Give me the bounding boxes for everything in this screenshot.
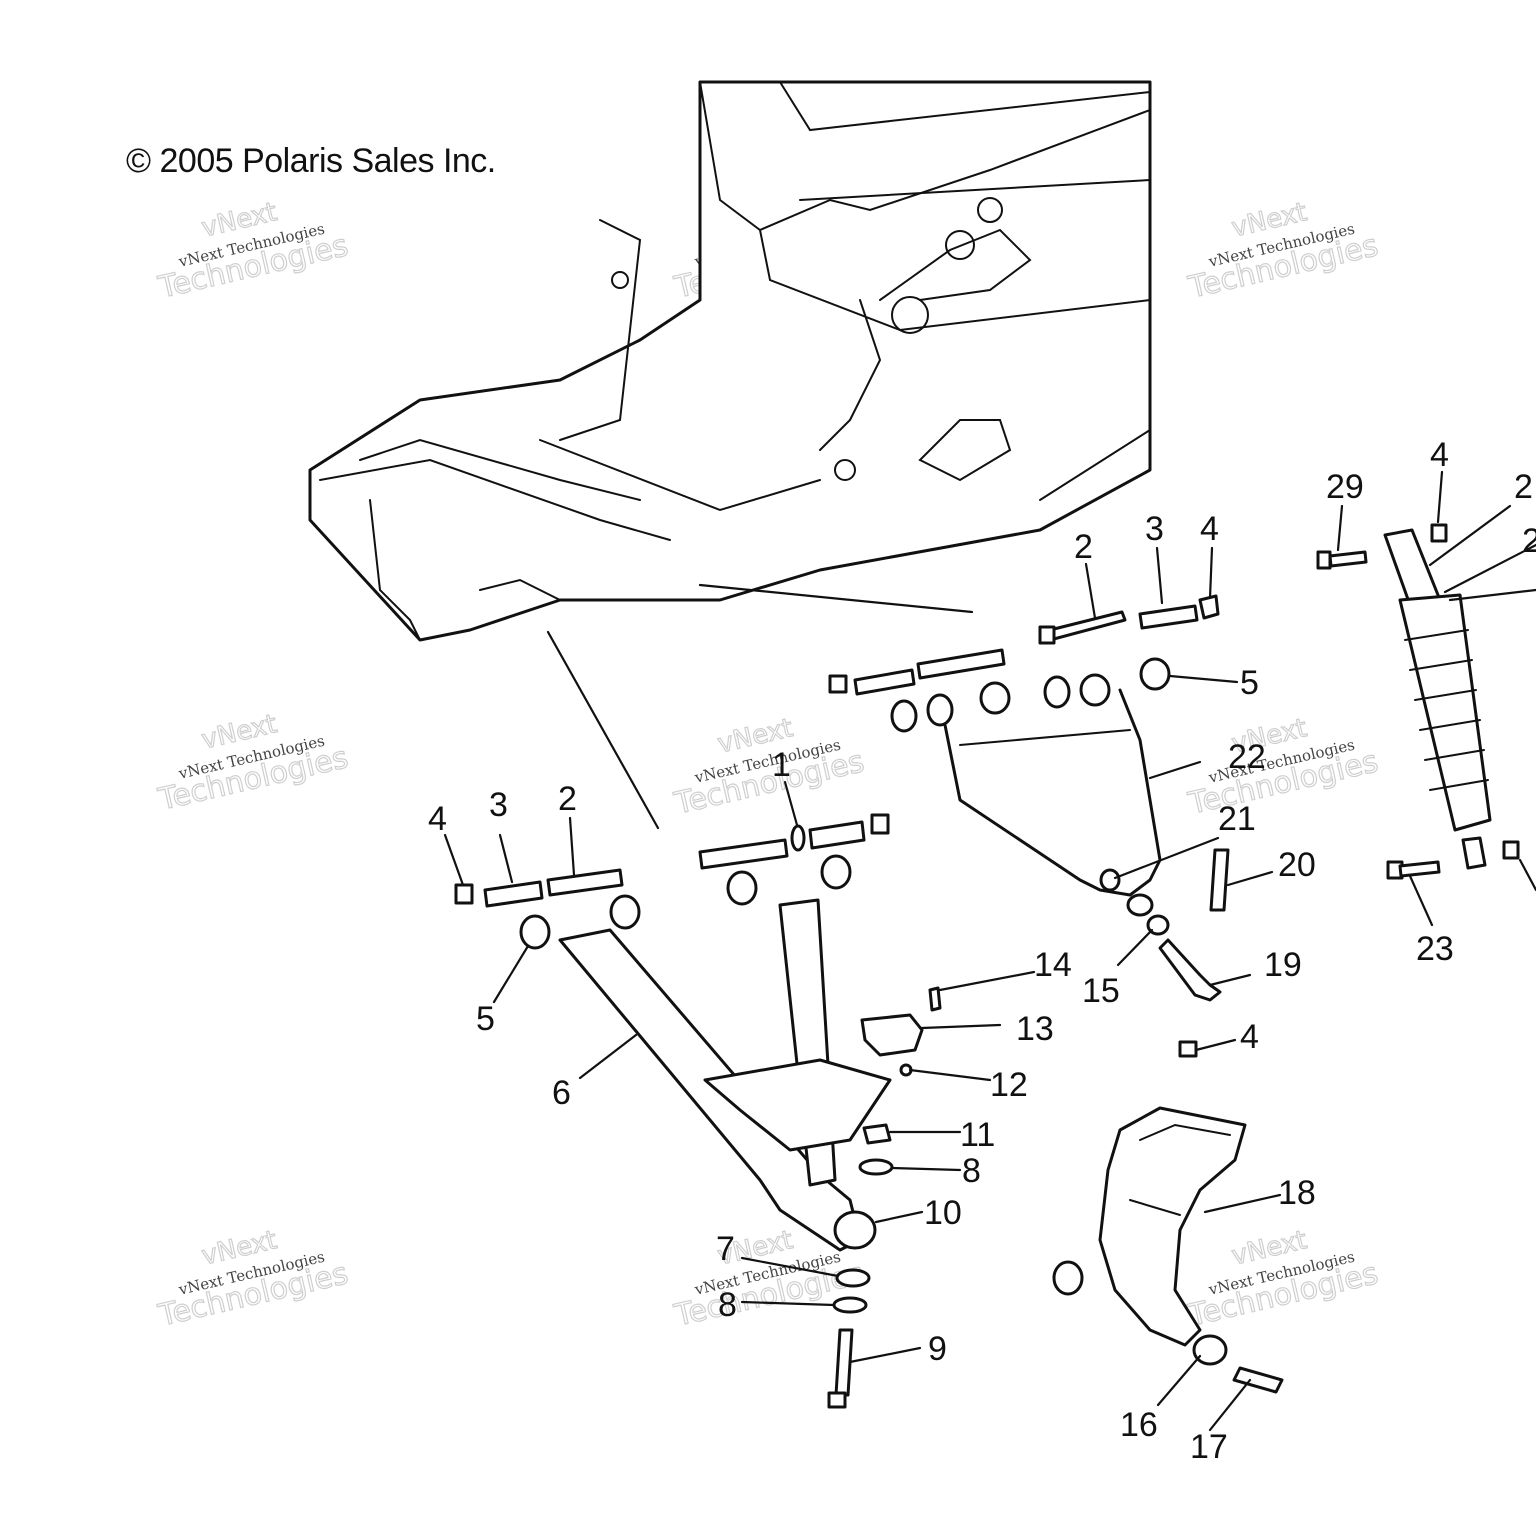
callout-12: 12 [990, 1066, 1028, 1104]
small-hardware [827, 848, 1230, 1409]
callout-19: 19 [1264, 946, 1302, 984]
callout-4: 4 [1430, 436, 1449, 474]
callout-18: 18 [1278, 1174, 1316, 1212]
callout-10: 10 [924, 1194, 962, 1232]
callout-6: 6 [552, 1074, 571, 1112]
callout-7: 7 [716, 1230, 735, 1268]
callout-3: 3 [1145, 510, 1164, 548]
upper-a-arm-assembly [828, 594, 1220, 917]
watermark-top-left: vNext vNext Technologies Technologies [154, 197, 352, 307]
callout-2: 2 [558, 780, 577, 818]
callout-5: 5 [476, 1000, 495, 1038]
callout-16: 16 [1120, 1406, 1158, 1444]
callout-4: 4 [428, 800, 447, 838]
callout-3: 3 [489, 786, 508, 824]
callout-13: 13 [1016, 1010, 1054, 1048]
watermark-bottom-right: vNext vNext Technologies Technologies [1184, 1225, 1382, 1335]
watermark-mid-right: vNext vNext Technologies Technologies [1184, 713, 1382, 823]
callout-15: 15 [1082, 972, 1120, 1010]
watermark-bottom-left: vNext vNext Technologies Technologies [154, 1225, 352, 1335]
callout-1: 1 [772, 746, 791, 784]
callout-2: 2 [1074, 528, 1093, 566]
callout-21: 21 [1218, 800, 1256, 838]
callout-labels: 2 3 4 29 4 2 2 5 22 1 4 3 2 21 20 23 14 … [428, 436, 1536, 1466]
callout-14: 14 [1034, 946, 1072, 984]
callout-4: 4 [1200, 510, 1219, 548]
callout-4: 4 [1240, 1018, 1259, 1056]
copyright-notice: © 2005 Polaris Sales Inc. [126, 142, 496, 180]
watermark-top-right: vNext vNext Technologies Technologies [1184, 197, 1382, 307]
callout-23: 23 [1416, 930, 1454, 968]
callout-5: 5 [1240, 664, 1259, 702]
chassis-frame [308, 80, 1152, 642]
callout-2: 2 [1514, 468, 1533, 506]
watermark-mid-center: vNext vNext Technologies Technologies [670, 713, 868, 823]
assembly-lines [546, 583, 974, 830]
watermark-mid-left: vNext vNext Technologies Technologies [154, 709, 352, 819]
callout-11: 11 [960, 1116, 995, 1154]
callout-8: 8 [718, 1286, 737, 1324]
callout-9: 9 [928, 1330, 947, 1368]
callout-8: 8 [962, 1152, 981, 1190]
callout-20: 20 [1278, 846, 1316, 884]
callout-2: 2 [1522, 522, 1536, 560]
callout-29: 29 [1326, 468, 1364, 506]
callout-22: 22 [1228, 738, 1266, 776]
shock-absorber [1316, 523, 1520, 880]
lower-a-arm-assembly [454, 813, 892, 1252]
leader-lines [443, 470, 1536, 1432]
spindle-knuckle [1052, 1106, 1284, 1394]
callout-17: 17 [1190, 1428, 1228, 1466]
